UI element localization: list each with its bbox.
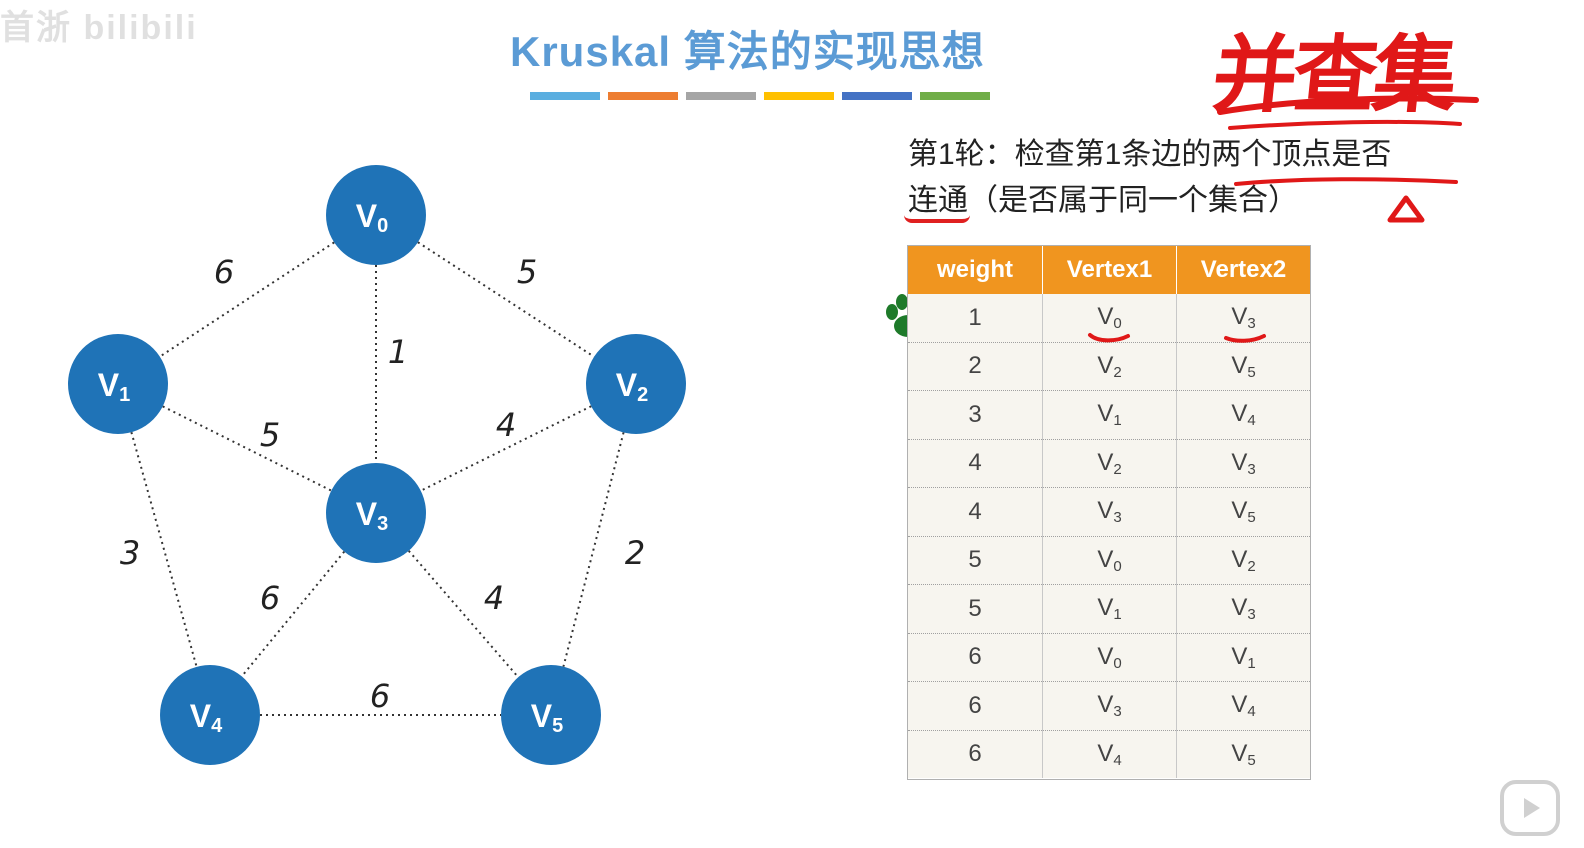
cell-vertex1: V0: [1042, 294, 1177, 343]
watermark-logo: 首浙 bilibili: [0, 9, 198, 47]
page-title: Kruskal 算法的实现思想: [510, 28, 985, 75]
cell-weight: 6: [908, 633, 1043, 682]
cell-vertex1: V2: [1042, 342, 1177, 391]
row1-vertex1-underline: [1088, 333, 1130, 343]
cell-vertex2: V5: [1176, 487, 1310, 537]
cell-vertex1: V3: [1042, 487, 1177, 537]
cell-vertex1: V0: [1042, 633, 1177, 682]
graph-node-v4: V4: [160, 665, 260, 765]
graph-node-v2: V2: [586, 334, 686, 434]
edge-weight-v4-v5: 6: [370, 677, 390, 715]
play-icon[interactable]: [1498, 776, 1562, 840]
cell-weight: 2: [908, 342, 1043, 391]
node-circle-v1: [68, 334, 168, 434]
round-description: 第1轮：检查第1条边的两个顶点是否 连通（是否属于同一个集合）: [908, 132, 1468, 224]
cell-vertex2: V5: [1176, 342, 1310, 391]
edge-v3-v5: [407, 550, 520, 678]
title-color-bars: [530, 92, 990, 100]
cell-vertex2: V4: [1176, 681, 1310, 731]
description-annotation: [1234, 177, 1458, 223]
graph-node-v1: V1: [68, 334, 168, 434]
title-color-bar-2: [686, 92, 756, 100]
edge-v0-v2: [417, 241, 595, 358]
cell-weight: 3: [908, 390, 1043, 440]
cell-vertex2: V3: [1176, 439, 1310, 488]
cell-weight: 6: [908, 730, 1043, 778]
edge-weight-v3-v5: 4: [484, 579, 504, 617]
edge-v1-v4: [130, 431, 198, 668]
graph-node-v0: V0: [326, 165, 426, 265]
description-line2: （是否属于同一个集合）: [968, 184, 1298, 217]
edge-weight-v1-v4: 3: [120, 534, 140, 572]
edge-v0-v1: [159, 241, 335, 358]
title-color-bar-0: [530, 92, 600, 100]
cell-vertex1: V4: [1042, 730, 1177, 778]
row1-vertex2-underline: [1224, 334, 1266, 343]
title-color-bar-5: [920, 92, 990, 100]
cell-vertex2: V3: [1176, 294, 1310, 343]
node-circle-v0: [326, 165, 426, 265]
edge-v1-v3: [162, 405, 332, 492]
edge-weight-v0-v2: 5: [517, 253, 537, 291]
graph-node-v5: V5: [501, 665, 601, 765]
cell-vertex1: V2: [1042, 439, 1177, 488]
cell-weight: 6: [908, 681, 1043, 731]
edge-v2-v3: [420, 405, 592, 492]
cell-vertex2: V2: [1176, 536, 1310, 585]
cell-weight: 5: [908, 584, 1043, 634]
cell-weight: 4: [908, 487, 1043, 537]
graph-node-v3: V3: [326, 463, 426, 563]
cell-vertex2: V5: [1231, 739, 1256, 769]
cell-vertex1: V1: [1042, 584, 1177, 634]
edge-weight-v1-v3: 5: [260, 416, 280, 454]
title-color-bar-1: [608, 92, 678, 100]
edge-weight-v3-v4: 6: [260, 579, 280, 617]
edge-weight-v0-v3: 1: [388, 333, 408, 371]
title-color-bar-4: [842, 92, 912, 100]
table-header-row: weight Vertex1 Vertex2: [908, 246, 1310, 294]
edge-weight-v2-v5: 2: [625, 534, 645, 572]
edge-v3-v4: [240, 550, 346, 678]
handwritten-underline: [1217, 95, 1479, 130]
edge-weight-v2-v3: 4: [496, 406, 516, 444]
node-circle-v4: [160, 665, 260, 765]
node-circle-v5: [501, 665, 601, 765]
header-weight: weight: [908, 246, 1043, 294]
description-underlined-term: 连通: [908, 184, 968, 217]
header-vertex2: Vertex2: [1176, 246, 1310, 294]
cell-vertex1: V0: [1042, 536, 1177, 585]
title-color-bar-3: [764, 92, 834, 100]
edge-v2-v5: [562, 432, 625, 667]
description-line1: 第1轮：检查第1条边的两个顶点是否: [908, 138, 1392, 171]
cell-weight: 4: [908, 439, 1043, 488]
node-circle-v2: [586, 334, 686, 434]
header-vertex1: Vertex1: [1042, 246, 1177, 294]
edge-weight-v0-v1: 6: [214, 253, 234, 291]
cell-weight: 5: [908, 536, 1043, 585]
cell-vertex1: V3: [1042, 681, 1177, 731]
cell-vertex2: V1: [1176, 633, 1310, 682]
node-circle-v3: [326, 463, 426, 563]
cell-vertex2: V4: [1176, 390, 1310, 440]
cell-weight: 1: [908, 294, 1043, 343]
cell-vertex1: V1: [1042, 390, 1177, 440]
cell-vertex2: V3: [1176, 584, 1310, 634]
